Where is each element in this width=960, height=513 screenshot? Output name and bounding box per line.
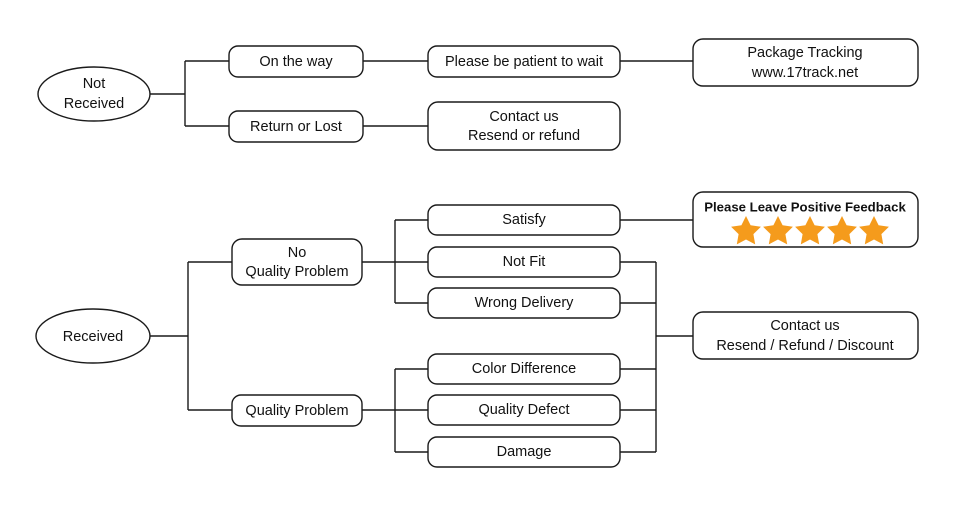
contact-resend-refund-discount-label-line1: Contact us bbox=[770, 318, 839, 334]
not-received-label-line1: Not bbox=[83, 76, 106, 92]
satisfy-label: Satisfy bbox=[502, 212, 546, 228]
contact-resend-refund-discount-label-line2: Resend / Refund / Discount bbox=[716, 338, 893, 354]
contact-resend-refund-box[interactable] bbox=[427, 101, 621, 151]
contact-resend-refund-label-line1: Contact us bbox=[489, 109, 558, 125]
node-satisfy[interactable]: Satisfy bbox=[427, 204, 621, 236]
node-not-fit[interactable]: Not Fit bbox=[427, 246, 621, 278]
node-quality-problem[interactable]: Quality Problem bbox=[231, 394, 363, 427]
wrong-delivery-box[interactable] bbox=[427, 287, 621, 319]
return-or-lost-label: Return or Lost bbox=[250, 119, 342, 135]
not-received-ellipse[interactable] bbox=[37, 66, 151, 122]
node-please-be-patient[interactable]: Please be patient to wait bbox=[427, 45, 621, 78]
received-ellipse[interactable] bbox=[35, 308, 151, 364]
satisfy-box[interactable] bbox=[427, 204, 621, 236]
return-or-lost-box[interactable] bbox=[228, 110, 364, 143]
node-wrong-delivery[interactable]: Wrong Delivery bbox=[427, 287, 621, 319]
no-quality-problem-label-line1: No bbox=[288, 245, 307, 261]
star-icon-4[interactable] bbox=[827, 216, 857, 245]
damage-label: Damage bbox=[497, 444, 552, 460]
contact-resend-refund-discount-box[interactable] bbox=[692, 311, 919, 360]
color-difference-label: Color Difference bbox=[472, 361, 577, 377]
star-rating[interactable] bbox=[731, 216, 889, 245]
node-not-received[interactable]: Not Received bbox=[37, 66, 151, 122]
node-quality-defect[interactable]: Quality Defect bbox=[427, 394, 621, 426]
not-received-label-line2: Received bbox=[64, 96, 124, 112]
connectors-not-received bbox=[150, 60, 693, 127]
connectors-received bbox=[150, 219, 693, 453]
no-quality-problem-box[interactable] bbox=[231, 238, 363, 286]
package-tracking-label-line1: Package Tracking bbox=[747, 45, 862, 61]
node-color-difference[interactable]: Color Difference bbox=[427, 353, 621, 385]
quality-problem-box[interactable] bbox=[231, 394, 363, 427]
no-quality-problem-label-line2: Quality Problem bbox=[245, 264, 348, 280]
not-fit-box[interactable] bbox=[427, 246, 621, 278]
color-difference-box[interactable] bbox=[427, 353, 621, 385]
on-the-way-box[interactable] bbox=[228, 45, 364, 78]
star-icon-5[interactable] bbox=[859, 216, 889, 245]
quality-problem-label: Quality Problem bbox=[245, 403, 348, 419]
please-be-patient-box[interactable] bbox=[427, 45, 621, 78]
package-tracking-url[interactable]: www.17track.net bbox=[751, 65, 858, 81]
star-icon-3[interactable] bbox=[795, 216, 825, 245]
star-icon-1[interactable] bbox=[731, 216, 761, 245]
contact-resend-refund-label-line2: Resend or refund bbox=[468, 128, 580, 144]
not-fit-label: Not Fit bbox=[503, 254, 546, 270]
node-no-quality-problem[interactable]: No Quality Problem bbox=[231, 238, 363, 286]
node-positive-feedback[interactable]: Please Leave Positive Feedback bbox=[692, 191, 919, 248]
node-damage[interactable]: Damage bbox=[427, 436, 621, 468]
node-contact-resend-refund-discount[interactable]: Contact us Resend / Refund / Discount bbox=[692, 311, 919, 360]
wrong-delivery-label: Wrong Delivery bbox=[475, 295, 575, 311]
quality-defect-label: Quality Defect bbox=[478, 402, 569, 418]
node-received[interactable]: Received bbox=[35, 308, 151, 364]
received-label: Received bbox=[63, 329, 123, 345]
positive-feedback-label: Please Leave Positive Feedback bbox=[704, 199, 906, 214]
node-return-or-lost[interactable]: Return or Lost bbox=[228, 110, 364, 143]
star-icon-2[interactable] bbox=[763, 216, 793, 245]
quality-defect-box[interactable] bbox=[427, 394, 621, 426]
package-tracking-box[interactable] bbox=[692, 38, 919, 87]
on-the-way-label: On the way bbox=[259, 54, 333, 70]
damage-box[interactable] bbox=[427, 436, 621, 468]
node-on-the-way[interactable]: On the way bbox=[228, 45, 364, 78]
please-be-patient-label: Please be patient to wait bbox=[445, 54, 603, 70]
node-package-tracking[interactable]: Package Tracking www.17track.net bbox=[692, 38, 919, 87]
node-contact-resend-refund[interactable]: Contact us Resend or refund bbox=[427, 101, 621, 151]
